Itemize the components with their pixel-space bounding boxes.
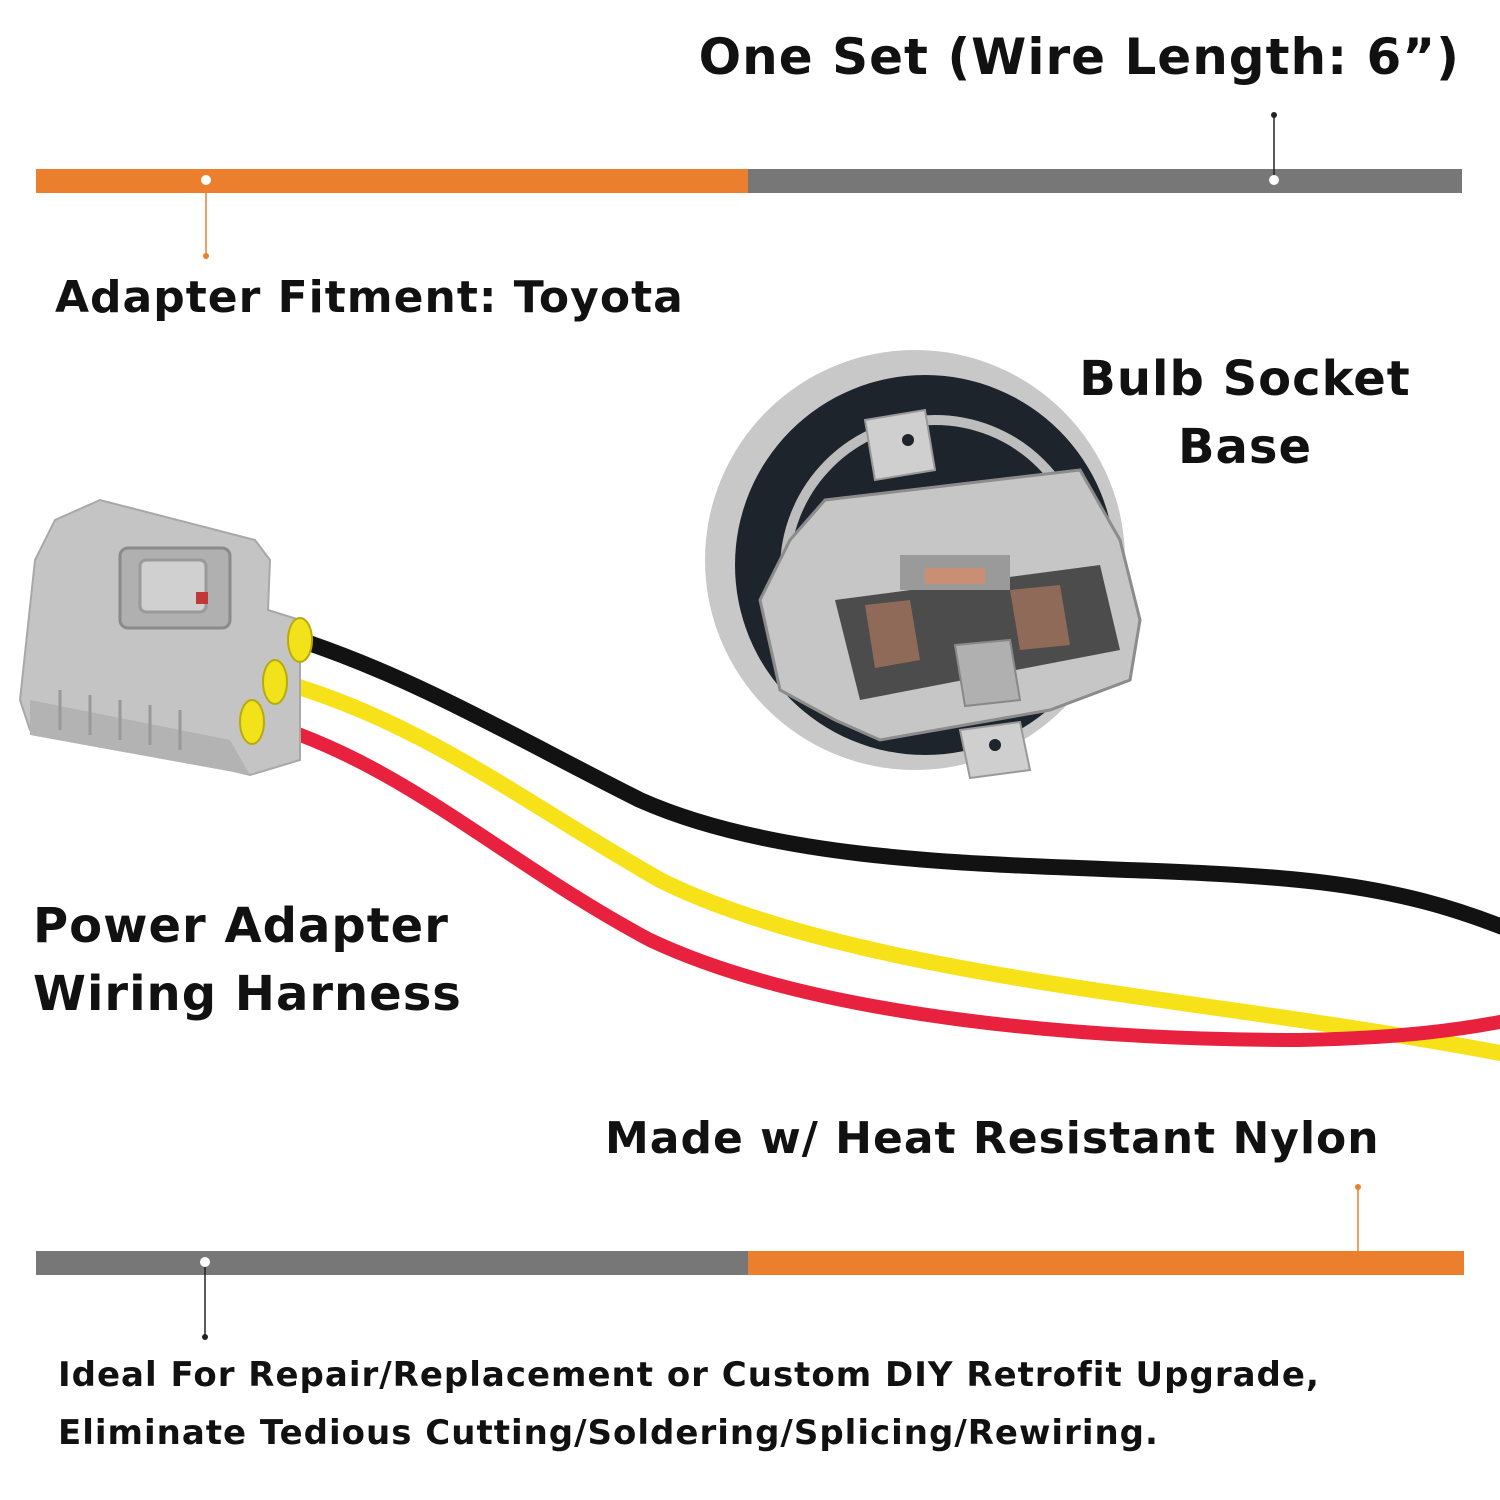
bulb-socket bbox=[705, 350, 1142, 780]
usage-description: Ideal For Repair/Replacement or Custom D… bbox=[58, 1346, 1478, 1462]
wire-black bbox=[292, 632, 1500, 935]
wire-length-title: One Set (Wire Length: 6”) bbox=[698, 28, 1460, 86]
usage-line1: Ideal For Repair/Replacement or Custom D… bbox=[58, 1355, 1320, 1395]
bulb-socket-line1: Bulb Socket bbox=[1079, 351, 1411, 407]
bottom-gray-bar bbox=[36, 1251, 748, 1275]
harness-label: Power Adapter Wiring Harness bbox=[33, 892, 503, 1028]
material-label: Made w/ Heat Resistant Nylon bbox=[605, 1113, 1380, 1164]
adapter-fitment-label: Adapter Fitment: Toyota bbox=[55, 272, 684, 323]
bulb-socket-label: Bulb Socket Base bbox=[1075, 345, 1415, 481]
top-gray-bar bbox=[748, 169, 1462, 193]
harness-connector bbox=[18, 498, 313, 777]
wire-red bbox=[248, 713, 1500, 1048]
usage-line2: Eliminate Tedious Cutting/Soldering/Spli… bbox=[58, 1413, 1159, 1453]
harness-line1: Power Adapter bbox=[33, 898, 449, 954]
wires bbox=[248, 632, 1500, 1062]
bottom-orange-bar bbox=[748, 1251, 1464, 1275]
harness-line2: Wiring Harness bbox=[33, 966, 462, 1022]
callout-leaders bbox=[200, 112, 1361, 1340]
top-orange-bar bbox=[36, 169, 748, 193]
bulb-socket-line2: Base bbox=[1177, 419, 1313, 475]
